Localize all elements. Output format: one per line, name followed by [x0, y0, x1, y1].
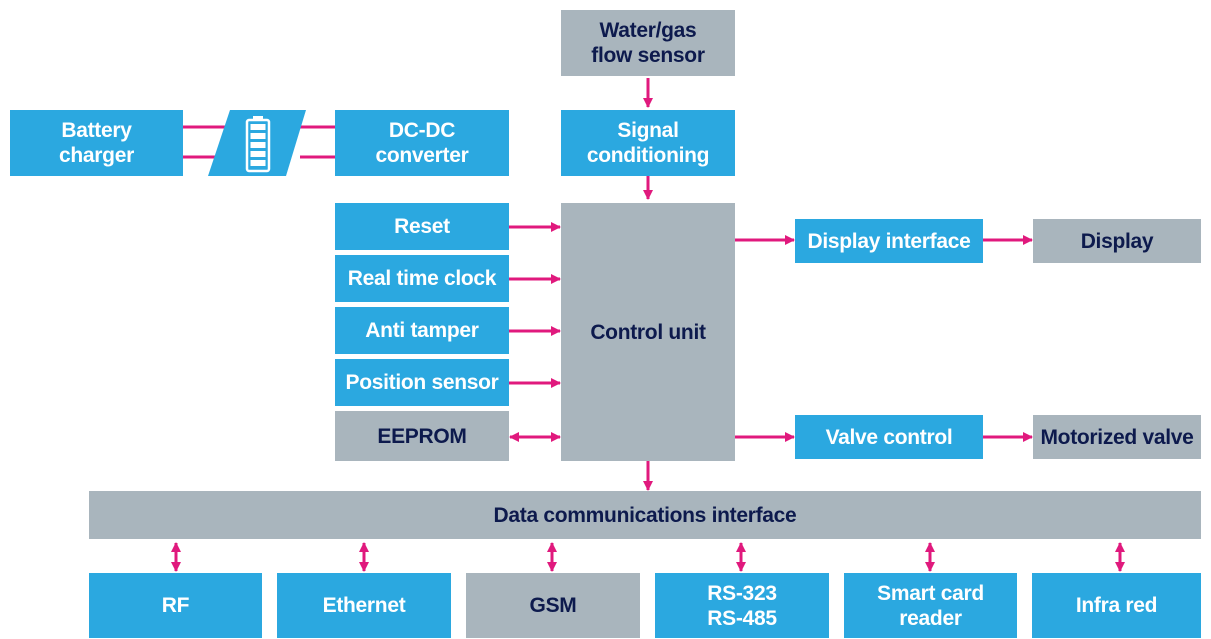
- battery-charger-block: Battery charger: [10, 110, 183, 176]
- gsm-block: GSM: [466, 573, 640, 638]
- data-communications-interface-block: Data communications interface: [89, 491, 1201, 539]
- display-interface-block: Display interface: [795, 219, 983, 263]
- dc-dc-converter-block: DC-DC converter: [335, 110, 509, 176]
- eeprom-block: EEPROM: [335, 411, 509, 461]
- motorized-valve-block: Motorized valve: [1033, 415, 1201, 459]
- signal-conditioning-block: Signal conditioning: [561, 110, 735, 176]
- valve-control-block: Valve control: [795, 415, 983, 459]
- anti-tamper-block: Anti tamper: [335, 307, 509, 354]
- control-unit-block: Control unit: [561, 203, 735, 461]
- real-time-clock-block: Real time clock: [335, 255, 509, 302]
- reset-block: Reset: [335, 203, 509, 250]
- infra-red-block: Infra red: [1032, 573, 1201, 638]
- battery-icon: [208, 110, 306, 176]
- smart-card-reader-block: Smart card reader: [844, 573, 1017, 638]
- display-block: Display: [1033, 219, 1201, 263]
- position-sensor-block: Position sensor: [335, 359, 509, 406]
- ethernet-block: Ethernet: [277, 573, 451, 638]
- flow-sensor-block: Water/gas flow sensor: [561, 10, 735, 76]
- rf-block: RF: [89, 573, 262, 638]
- rs-serial-block: RS-323 RS-485: [655, 573, 829, 638]
